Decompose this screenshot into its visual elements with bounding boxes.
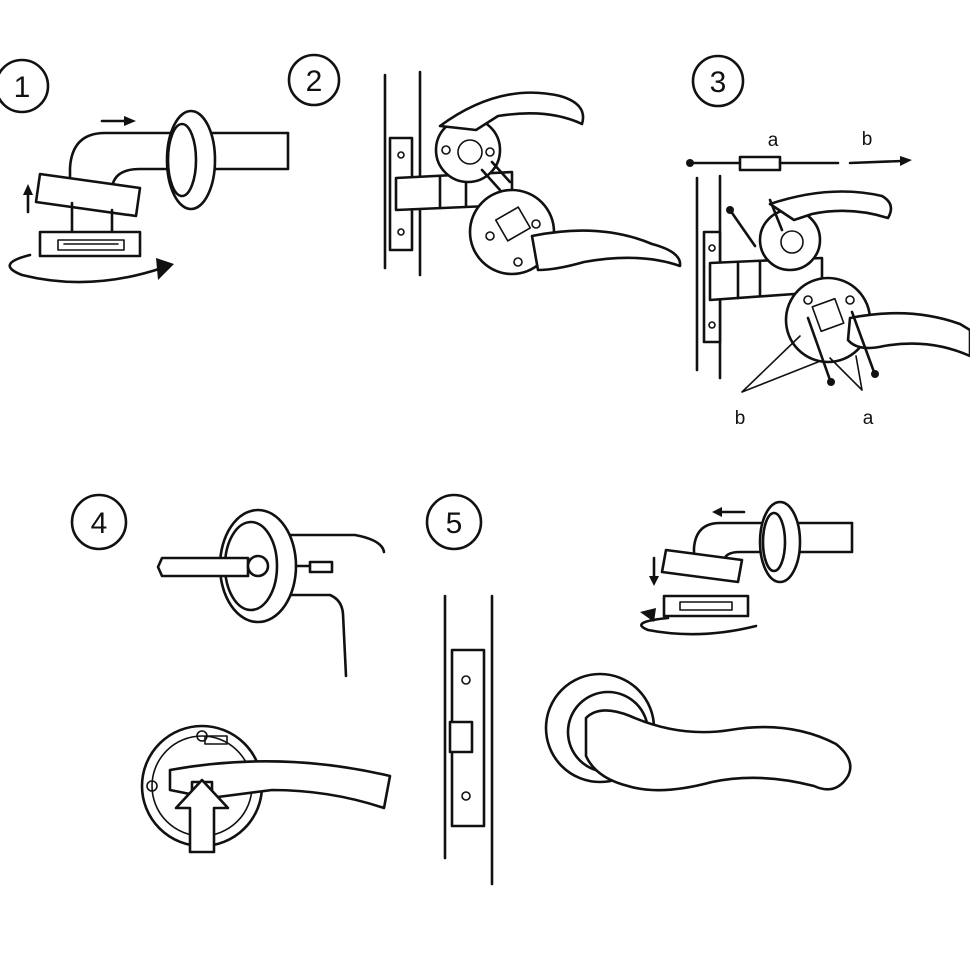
step-2: 2 [287, 53, 682, 277]
front-lever-3 [846, 311, 970, 358]
step-5: 5 [425, 493, 854, 886]
leader-a [829, 355, 863, 391]
step-4-number: 4 [91, 507, 108, 540]
latch-bolt [448, 720, 474, 754]
label-a-bottom: a [863, 408, 874, 429]
step-5-badge [425, 493, 483, 551]
leader-b [741, 335, 819, 393]
rotate-arrow-5 [640, 616, 758, 636]
step-1: 1 [0, 58, 290, 284]
front-lever [530, 229, 682, 272]
step-4: 4 [70, 493, 392, 854]
ring-5 [758, 500, 802, 584]
step-2-number: 2 [306, 65, 323, 98]
lever-front-4 [168, 760, 392, 810]
flange-plate-5 [660, 548, 744, 584]
step-4-badge [70, 493, 128, 551]
ring [165, 109, 217, 211]
rosette-base-5 [662, 594, 750, 618]
spindle [480, 160, 512, 192]
step-5-number: 5 [446, 507, 463, 540]
label-b-top: b [862, 129, 873, 150]
spindle-4 [156, 556, 250, 578]
step-3: 3 a b [686, 54, 970, 429]
push-arrow [174, 778, 230, 854]
door-edge-5 [443, 594, 494, 886]
screw-a-sleeve [738, 155, 782, 172]
screw-b [848, 159, 904, 165]
lever-final [584, 709, 852, 792]
lever-neck [68, 131, 290, 182]
label-b-bottom: b [735, 408, 746, 429]
rear-lever-3 [768, 190, 893, 222]
set-screw [308, 560, 334, 574]
door-edge [383, 70, 422, 277]
step-1-number: 1 [14, 71, 31, 104]
step-3-number: 3 [710, 66, 727, 99]
step-3-badge [691, 54, 745, 108]
label-a-top: a [768, 130, 779, 151]
rotate-arrow [8, 253, 164, 284]
flange-plate [34, 172, 142, 218]
step-2-badge [287, 53, 341, 107]
step-1-badge [0, 58, 50, 114]
rear-lever [438, 91, 585, 132]
